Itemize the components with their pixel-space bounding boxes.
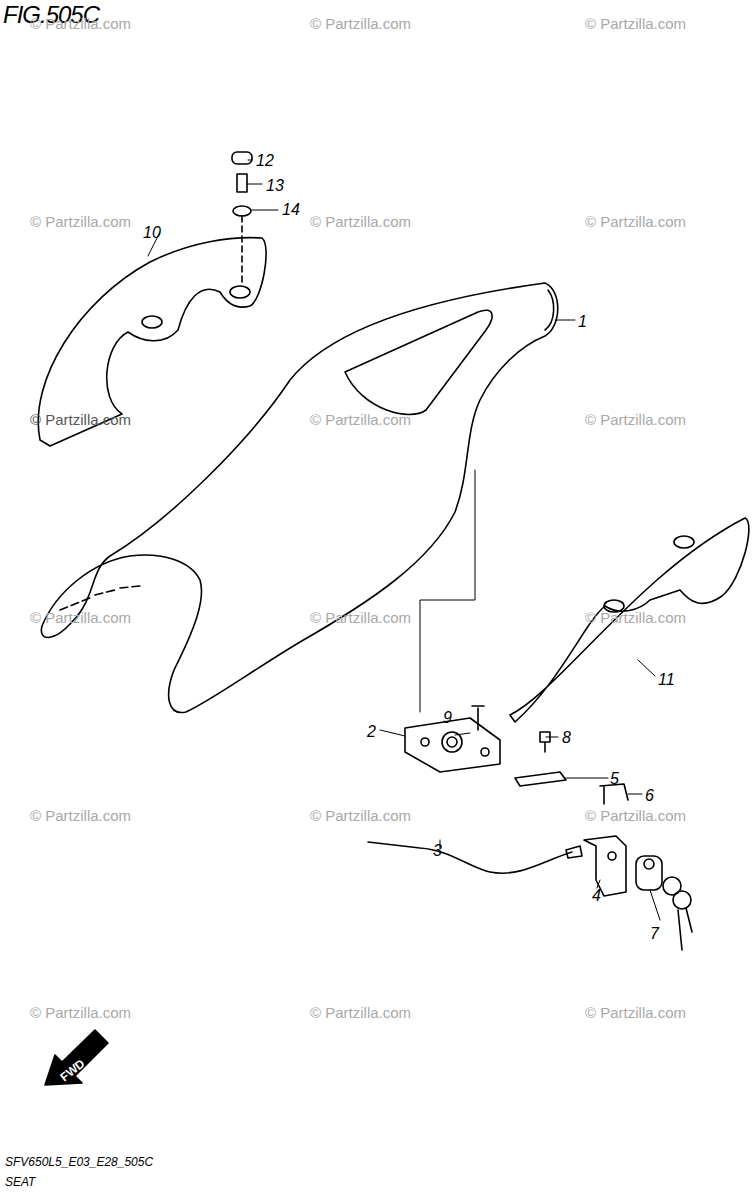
watermark: © Partzilla.com xyxy=(30,808,131,823)
callout-number: 2 xyxy=(367,724,376,740)
callout-number: 8 xyxy=(562,730,571,746)
watermark: © Partzilla.com xyxy=(30,412,131,427)
watermark: © Partzilla.com xyxy=(585,610,686,625)
watermark: © Partzilla.com xyxy=(310,808,411,823)
watermark: © Partzilla.com xyxy=(310,214,411,229)
watermark: © Partzilla.com xyxy=(585,16,686,31)
callout-number: 14 xyxy=(282,202,300,218)
callout-number: 4 xyxy=(592,888,601,904)
watermark: © Partzilla.com xyxy=(310,412,411,427)
callout-number: 5 xyxy=(610,771,619,787)
callout-number: 10 xyxy=(143,225,161,241)
watermark: © Partzilla.com xyxy=(310,610,411,625)
figure-caption: SEAT xyxy=(5,1176,35,1188)
callout-number: 7 xyxy=(650,926,659,942)
callout-number: 6 xyxy=(645,788,654,804)
watermark: © Partzilla.com xyxy=(30,610,131,625)
watermark: © Partzilla.com xyxy=(585,214,686,229)
watermark: © Partzilla.com xyxy=(310,16,411,31)
watermark: © Partzilla.com xyxy=(30,214,131,229)
callout-number: 3 xyxy=(433,843,442,859)
callout-number: 11 xyxy=(658,672,675,688)
watermark: © Partzilla.com xyxy=(585,1005,686,1020)
watermark: © Partzilla.com xyxy=(30,16,131,31)
figure-code: SFV650L5_E03_E28_505C xyxy=(5,1156,153,1168)
callout-number: 9 xyxy=(443,710,452,726)
watermark: © Partzilla.com xyxy=(30,1005,131,1020)
callout-number: 13 xyxy=(266,178,284,194)
watermark: © Partzilla.com xyxy=(585,808,686,823)
callout-number: 1 xyxy=(578,314,587,330)
watermark: © Partzilla.com xyxy=(310,1005,411,1020)
watermark: © Partzilla.com xyxy=(585,412,686,427)
callout-number: 12 xyxy=(256,153,274,169)
